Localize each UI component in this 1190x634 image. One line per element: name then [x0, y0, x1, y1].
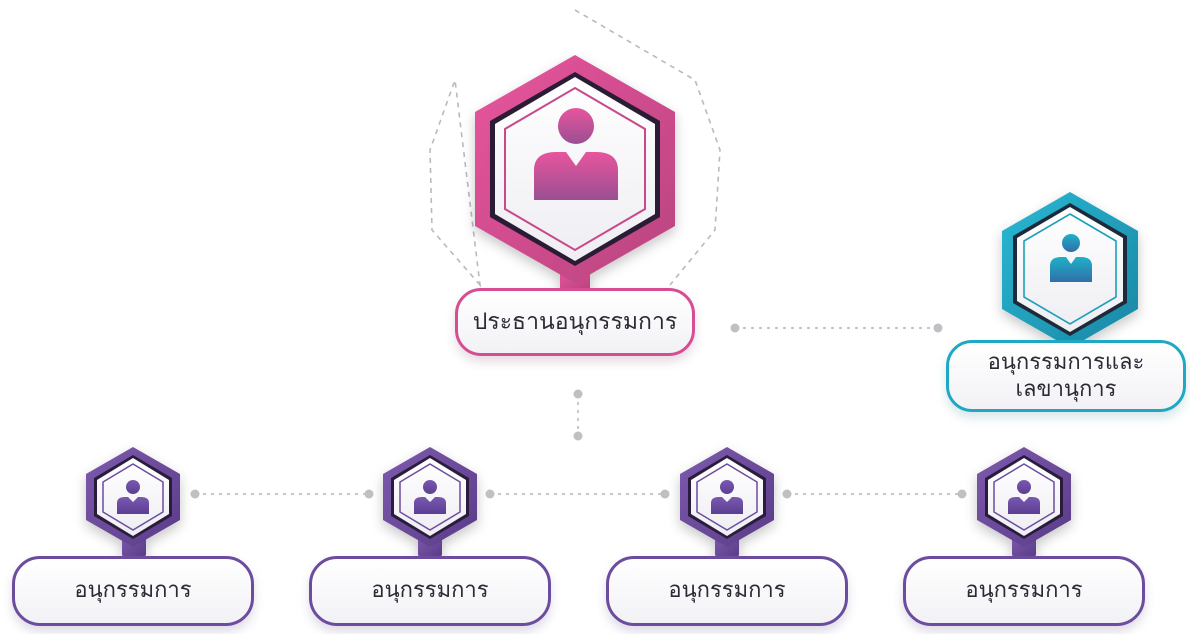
person-icon — [117, 480, 149, 514]
person-icon — [711, 480, 743, 514]
person-icon — [534, 108, 618, 200]
member-node-4 — [977, 447, 1071, 558]
chair-label: ประธานอนุกรรมการ — [455, 288, 695, 356]
secretary-label: อนุกรรมการและ เลขานุการ — [946, 340, 1186, 412]
person-icon — [1050, 234, 1092, 282]
person-icon — [414, 480, 446, 514]
member-label: อนุกรรมการ — [606, 556, 848, 626]
chair-dashed-halo — [429, 9, 721, 288]
connector-member-1-2 — [190, 489, 374, 499]
member-node-1 — [86, 447, 180, 558]
member-label: อนุกรรมการ — [903, 556, 1145, 626]
person-icon — [1008, 480, 1040, 514]
member-node-2 — [383, 447, 477, 558]
member-label: อนุกรรมการ — [309, 556, 551, 626]
member-label: อนุกรรมการ — [12, 556, 254, 626]
member-node-3 — [680, 447, 774, 558]
connector-chair-secretary — [730, 323, 943, 333]
connector-chair-members — [573, 389, 583, 441]
connector-member-2-3 — [485, 489, 670, 499]
connector-member-3-4 — [782, 489, 967, 499]
